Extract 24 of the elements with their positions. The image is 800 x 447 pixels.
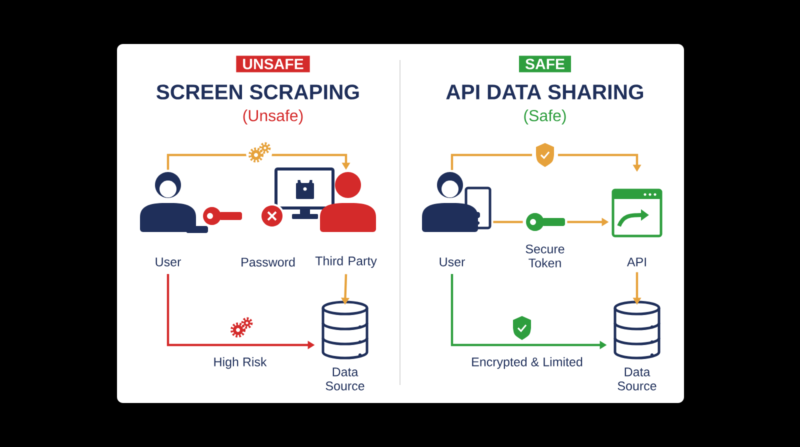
icon-label: User <box>440 258 465 266</box>
arrow <box>166 154 350 170</box>
heading: API DATA SHARING <box>446 84 644 100</box>
edge-label: Encrypted & Limited <box>470 356 584 370</box>
icon-label: Third Party <box>315 256 377 268</box>
heading: SCREEN SCRAPING <box>156 84 359 100</box>
person-icon <box>422 172 492 232</box>
icon-label: Secure Token <box>526 244 564 268</box>
person-icon <box>140 172 208 233</box>
icon-label: Data Source <box>326 368 364 390</box>
badge: UNSAFE <box>236 56 310 72</box>
text-label: Password <box>242 257 295 267</box>
icon-label: API <box>626 258 646 266</box>
badge: SAFE <box>519 56 571 72</box>
icon-label: User <box>156 258 181 266</box>
subheading: (Safe) <box>524 110 566 124</box>
subheading: (Unsafe) <box>243 110 303 124</box>
person-icon <box>320 172 376 232</box>
icon-label: Data Source <box>618 368 656 390</box>
database-icon <box>322 300 368 360</box>
edge-label: High Risk <box>212 356 268 370</box>
key-icon <box>526 213 565 231</box>
api-window-icon <box>612 188 662 238</box>
database-icon <box>614 300 660 360</box>
